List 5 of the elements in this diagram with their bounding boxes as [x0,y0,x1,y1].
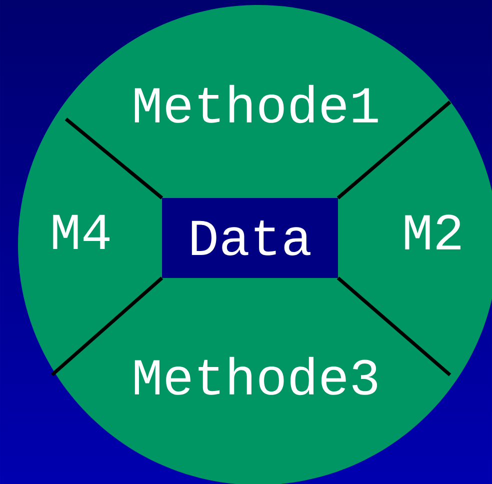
data-box: Data [162,198,338,278]
sector-label: Methode3 [134,356,378,396]
sector-label: M4 [53,214,110,250]
sector-label: Methode1 [134,84,378,124]
sector-label: M2 [405,214,460,250]
